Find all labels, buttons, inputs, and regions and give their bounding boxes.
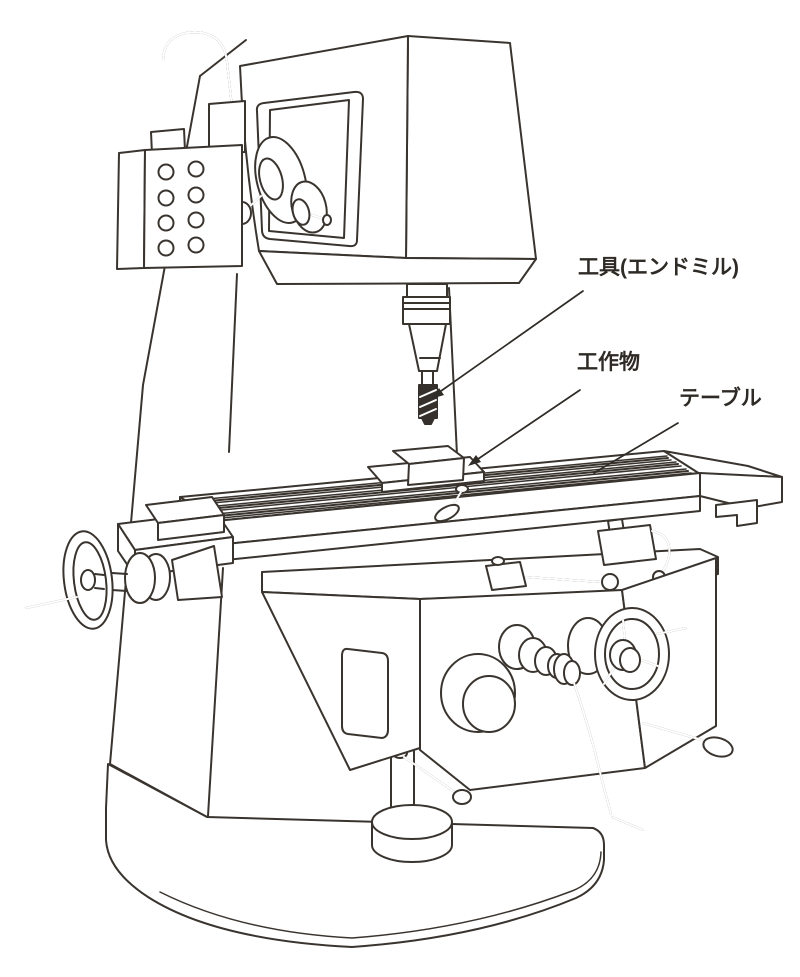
pendant-button <box>157 189 175 207</box>
pendant-arm <box>208 100 246 155</box>
pendant-button <box>157 163 175 181</box>
knee-pocket <box>341 647 389 739</box>
crank-handle <box>553 653 644 831</box>
workpiece <box>367 445 485 523</box>
leader-line-tool <box>431 290 584 399</box>
label-table: テーブル <box>679 387 762 410</box>
pendant-button <box>187 186 205 204</box>
pendant-button <box>157 239 175 257</box>
end-mill <box>418 384 438 425</box>
control-pendant <box>116 128 243 270</box>
pendant-button <box>187 160 205 178</box>
handwheel-spoke <box>603 619 659 685</box>
tool-chuck <box>408 323 447 372</box>
z-handwheel <box>594 607 687 701</box>
machine-base <box>105 763 605 948</box>
leader-line-workpiece <box>468 389 581 466</box>
label-workpiece: 工作物 <box>577 351 640 374</box>
feed-shaft <box>498 624 567 679</box>
pendant-button <box>157 214 175 232</box>
leader-line-table <box>593 422 679 474</box>
support-foot <box>371 804 453 863</box>
spindle <box>402 283 451 425</box>
x-handwheel <box>25 530 171 630</box>
workpiece-clamp <box>434 484 469 523</box>
feed-lever <box>642 722 734 758</box>
pendant-button <box>187 211 205 229</box>
feed-dial <box>440 653 516 733</box>
panel-knob-small <box>290 180 332 234</box>
label-tool: 工具(エンドミル) <box>578 256 739 279</box>
spindle-head <box>232 35 537 285</box>
power-conduit <box>162 31 233 137</box>
pendant-button <box>187 236 205 254</box>
